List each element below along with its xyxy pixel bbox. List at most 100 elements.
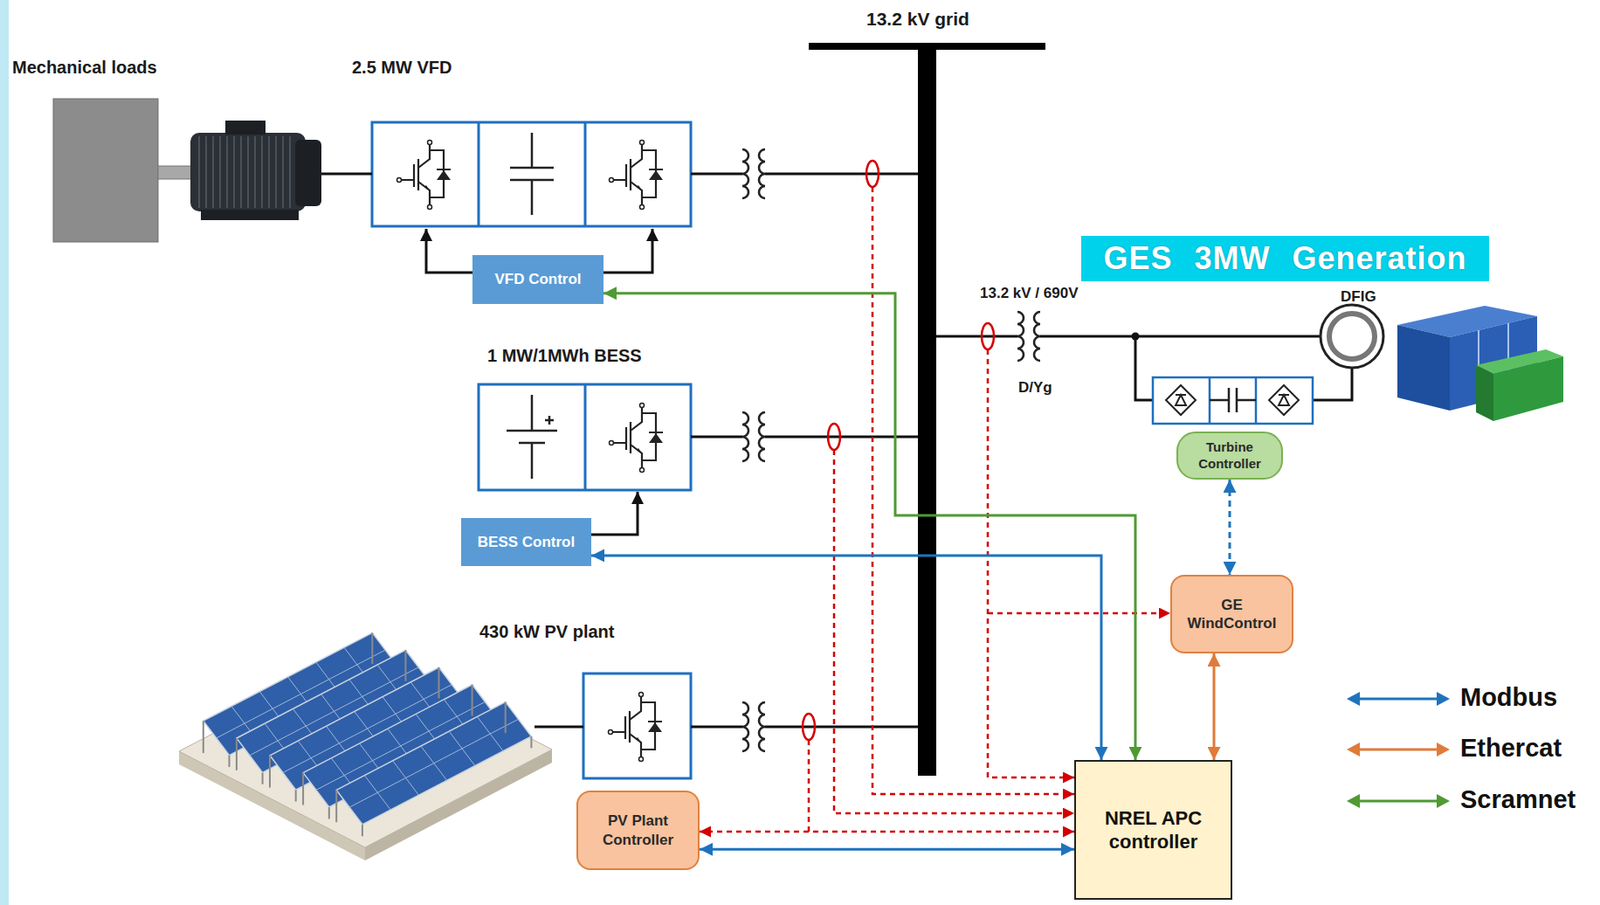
containers-illustration <box>1397 324 1450 411</box>
motor <box>158 165 195 180</box>
transformer-symbol <box>742 412 766 462</box>
vfd-converter <box>397 140 452 210</box>
measurement-ct <box>802 713 815 740</box>
motor <box>190 132 306 212</box>
mechanical-load <box>53 98 159 242</box>
pv-inverter <box>583 673 691 779</box>
measurement-ct <box>827 423 841 450</box>
containers-illustration <box>1475 365 1494 421</box>
node-text: Turbine Controller <box>1185 439 1275 473</box>
motor <box>200 209 299 221</box>
legend-text: Scramnet <box>1460 785 1576 814</box>
controller-box: GE WindControl <box>1170 574 1294 654</box>
legend-swatch <box>1346 738 1450 760</box>
bess-converter <box>609 403 664 473</box>
control-arrow <box>426 228 653 535</box>
bess-converter <box>584 384 587 490</box>
controller-box: PV Plant Controller <box>576 790 700 870</box>
signal-connector <box>603 293 1136 760</box>
control-arrow <box>426 228 473 273</box>
junction-dot <box>1131 332 1140 341</box>
page-edge-strip <box>0 0 9 905</box>
transformer-symbol <box>1017 311 1041 361</box>
legend-arrowhead <box>1346 742 1360 757</box>
measurement-ct <box>981 323 994 350</box>
back-to-back-converter <box>1209 377 1256 424</box>
back-to-back-converter <box>1165 385 1196 415</box>
back-to-back-converter <box>1152 377 1313 424</box>
control-box: VFD Control <box>472 255 604 304</box>
back-to-back-converter <box>1268 385 1299 415</box>
control-box: BESS Control <box>461 517 592 566</box>
part-label: 2.5 MW VFD <box>351 57 452 78</box>
power-wires <box>321 172 918 176</box>
measurement-line <box>699 186 1171 832</box>
central-controller: NREL APC controller <box>1074 759 1233 900</box>
bess-converter <box>478 384 691 490</box>
motor <box>225 120 266 135</box>
pv-inverter <box>583 673 691 779</box>
highlight-title: GES 3MW Generation <box>1081 235 1490 282</box>
motor <box>158 120 322 221</box>
vfd-converter <box>372 122 691 227</box>
measurement-ct <box>802 160 994 740</box>
signal-connector <box>1228 479 1232 575</box>
legend-arrowhead <box>1436 742 1450 757</box>
control-arrow <box>603 228 653 273</box>
node-text: NREL APC controller <box>1082 806 1224 855</box>
pv-array <box>179 632 552 861</box>
control-arrow <box>591 491 638 535</box>
legend-line <box>1357 697 1440 701</box>
grid-bus <box>917 46 937 776</box>
transformer-symbol <box>742 149 1041 752</box>
transformer-symbol <box>742 702 766 752</box>
measurement-line <box>699 830 809 834</box>
node-text: VFD Control <box>494 269 581 289</box>
bess-converter <box>506 394 558 479</box>
vfd-converter <box>478 122 586 227</box>
part-label: 1 MW/1MWh BESS <box>487 345 642 366</box>
motor <box>295 139 322 207</box>
legend-arrowhead <box>1346 691 1360 706</box>
containers-illustration <box>1493 356 1564 421</box>
dfig-generator <box>1329 313 1375 359</box>
transformer-rating: 13.2 kV / 690V <box>979 284 1078 303</box>
bus-label: 13.2 kV grid <box>866 8 970 30</box>
node-text: BESS Control <box>477 532 575 552</box>
power-wires <box>690 435 918 439</box>
signal-connector <box>591 555 1102 760</box>
legend-arrowhead <box>1346 793 1360 808</box>
vfd-converter <box>609 140 664 210</box>
legend-line <box>1357 748 1440 752</box>
part-label: Mechanical loads <box>12 57 158 78</box>
legend-text: Modbus <box>1460 682 1558 712</box>
vfd-converter <box>510 132 554 215</box>
measurement-line <box>872 186 1075 794</box>
measurement-line <box>987 612 1171 615</box>
legend-arrowhead <box>1436 793 1450 808</box>
signal-connector <box>699 848 1075 851</box>
legend-arrowhead <box>1436 691 1450 706</box>
measurement-ct <box>866 160 879 187</box>
power-wires <box>534 725 918 729</box>
measurement-line <box>808 739 1075 832</box>
node-text: PV Plant Controller <box>585 811 691 849</box>
back-to-back-converter <box>1209 387 1256 413</box>
back-to-back-converter <box>1152 377 1313 424</box>
dfig-generator <box>1320 304 1384 368</box>
grid-bus <box>808 42 1046 776</box>
transformer-symbol <box>742 149 766 199</box>
node-text: GE WindControl <box>1179 595 1285 634</box>
signal-connector <box>1213 653 1216 760</box>
legend-swatch <box>1346 688 1450 710</box>
vfd-converter <box>372 122 691 227</box>
measurement-line <box>987 349 1075 778</box>
measurement-line <box>834 449 1075 814</box>
containers-illustration <box>1397 305 1564 421</box>
bess-converter <box>478 384 691 490</box>
dfig-generator <box>1320 304 1384 368</box>
legend-swatch <box>1346 790 1450 812</box>
